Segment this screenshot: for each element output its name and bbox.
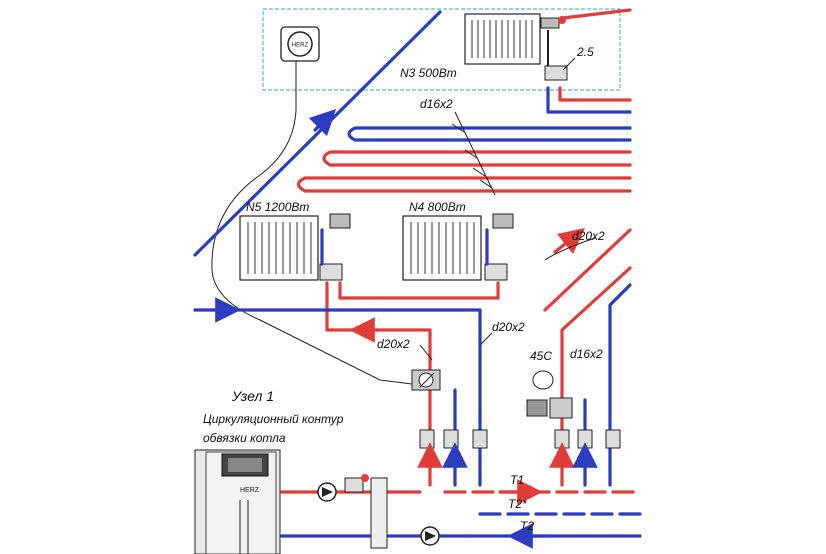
hydraulic-separator (370, 477, 388, 549)
supply-pipe-top (561, 8, 632, 20)
radiator-n3 (464, 13, 568, 81)
floor-heating-loops (296, 111, 632, 196)
thermo-head-icon (532, 370, 554, 390)
node-title: Узел 1 (231, 388, 274, 404)
mixing-valve-icon (411, 369, 441, 391)
radiator-n3-label: N3 500Вт (400, 66, 457, 80)
line-t2-label: T2 (520, 519, 534, 533)
boiler-brand: HERZ (240, 487, 260, 494)
floor-heating-label: d16x2 (420, 97, 453, 111)
branch-left-pipe-label: d20x2 (377, 337, 410, 351)
room-outline (262, 8, 621, 91)
mixer-pump-icon (526, 397, 573, 419)
boiler-unit: HERZ (194, 449, 281, 554)
line-t1-label: T1 (510, 473, 524, 487)
main-right-pipe-label: d20x2 (572, 229, 605, 243)
thermostat-icon: HERZ (280, 26, 320, 62)
radiator-n4 (402, 213, 514, 281)
node-subtitle-line1: Циркуляционный контур (203, 412, 344, 426)
node-subtitle-line2: обвязки котла (203, 431, 286, 445)
branch-mid-pipe-label: d20x2 (492, 320, 525, 334)
radiator-n5-label: N5 1200Вт (246, 200, 309, 214)
thermostat-cable (211, 61, 413, 385)
temperature-setting-label: 45C (530, 349, 552, 363)
safety-group-icon (344, 474, 369, 493)
line-t2-star-label: T2* (508, 497, 527, 511)
mixer-pipe-label: d16x2 (570, 347, 603, 361)
shutoff-valves (419, 429, 621, 449)
radiator-n4-label: N4 800Вт (409, 200, 466, 214)
radiator-n3-valve-setting: 2.5 (576, 45, 594, 59)
radiator-n5 (239, 213, 351, 281)
thermostat-brand: HERZ (292, 43, 309, 49)
